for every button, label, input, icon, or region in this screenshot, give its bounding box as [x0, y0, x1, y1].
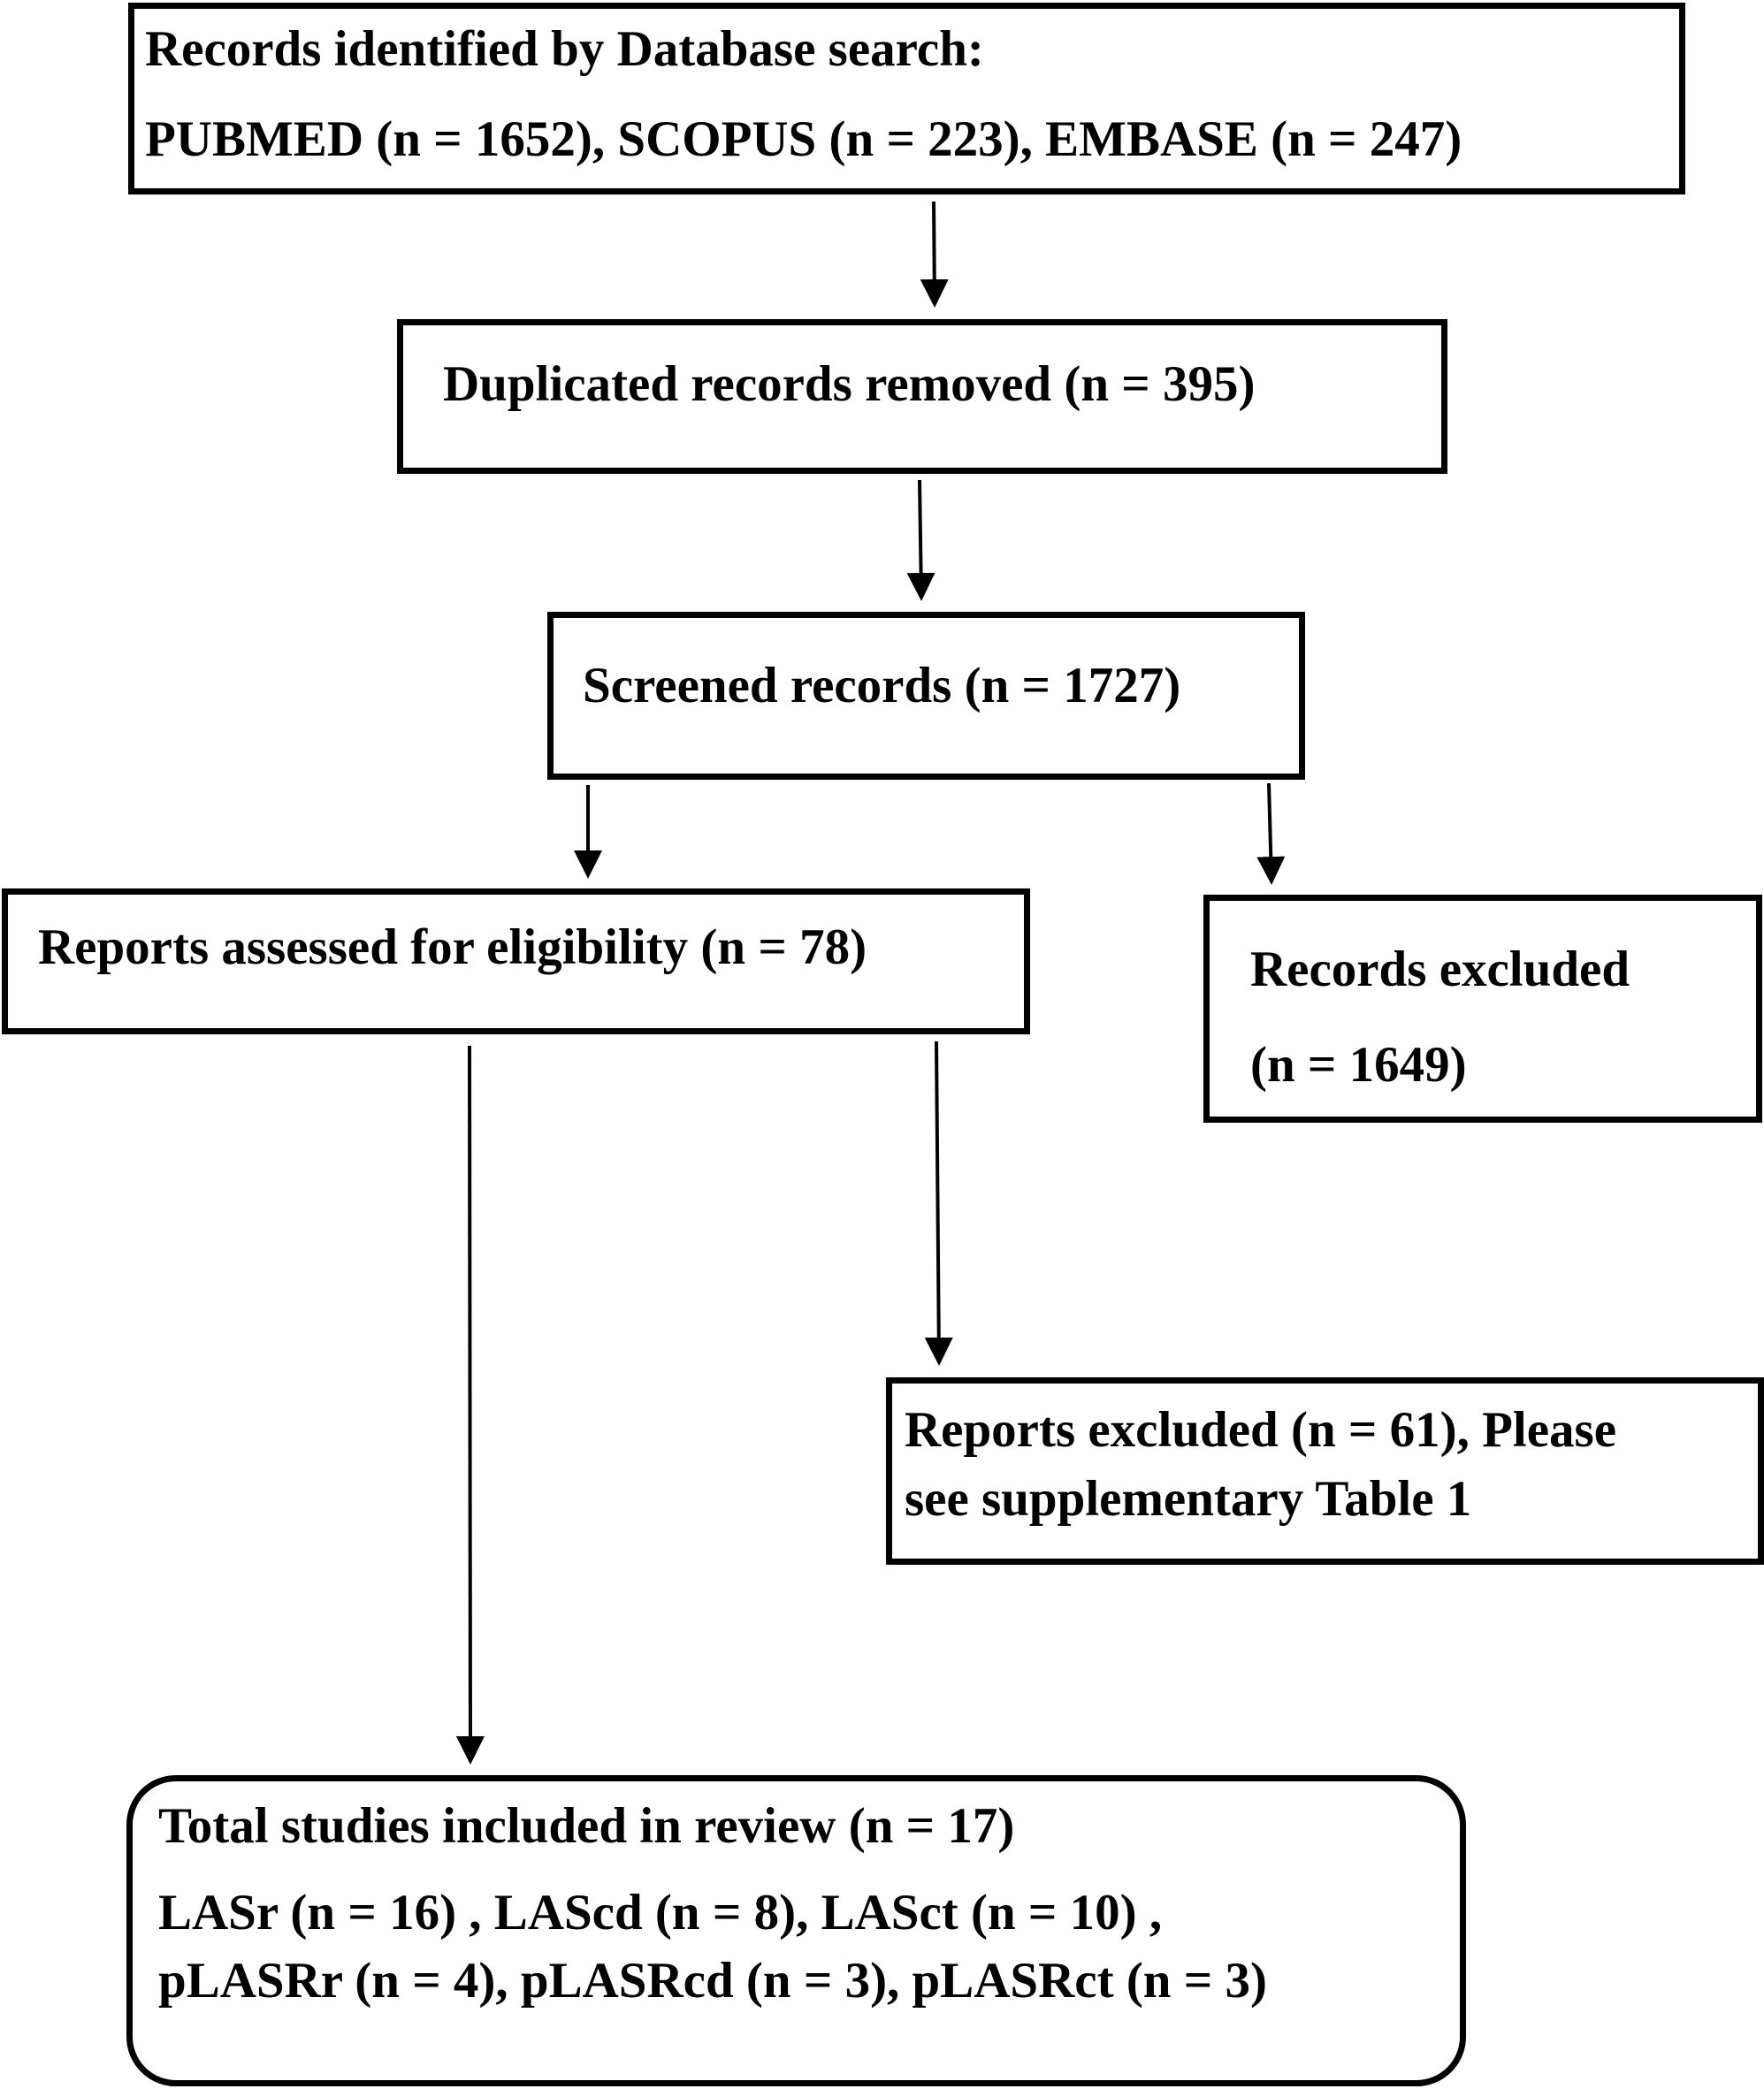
screened-records-box: Screened records (n = 1727) [547, 612, 1305, 780]
records-excluded-title: Records excluded [1250, 942, 1630, 997]
arrow-identification-to-duplicates [920, 201, 949, 308]
eligibility-box: Reports assessed for eligibility (n = 78… [2, 888, 1030, 1034]
arrow-eligibility-to-reports-excluded [924, 1041, 953, 1366]
included-studies-title: Total studies included in review (n = 17… [158, 1798, 1015, 1854]
included-studies-box: Total studies included in review (n = 17… [126, 1775, 1466, 2086]
identification-title: Records identified by Database search: [145, 21, 984, 77]
records-excluded-count: (n = 1649) [1250, 1037, 1467, 1094]
reports-excluded-note: see supplementary Table 1 [905, 1471, 1472, 1528]
reports-excluded-box: Reports excluded (n = 61), Please see su… [886, 1377, 1764, 1565]
included-studies-breakdown-1: LASr (n = 16) , LAScd (n = 8), LASct (n … [158, 1885, 1163, 1941]
identification-sources: PUBMED (n = 1652), SCOPUS (n = 223), EMB… [145, 111, 1462, 168]
included-studies-breakdown-2: pLASRr (n = 4), pLASRcd (n = 3), pLASRct… [158, 1952, 1267, 2009]
duplicates-removed-text: Duplicated records removed (n = 395) [443, 356, 1256, 412]
identification-box: Records identified by Database search: P… [128, 3, 1685, 194]
arrow-screened-to-records-excluded [1256, 782, 1286, 885]
records-excluded-box: Records excluded (n = 1649) [1203, 895, 1762, 1123]
eligibility-text: Reports assessed for eligibility (n = 78… [38, 919, 867, 975]
duplicates-removed-box: Duplicated records removed (n = 395) [397, 319, 1447, 474]
screened-records-text: Screened records (n = 1727) [583, 658, 1181, 713]
reports-excluded-title: Reports excluded (n = 61), Please [905, 1402, 1617, 1458]
arrow-duplicates-to-screened [906, 479, 935, 601]
